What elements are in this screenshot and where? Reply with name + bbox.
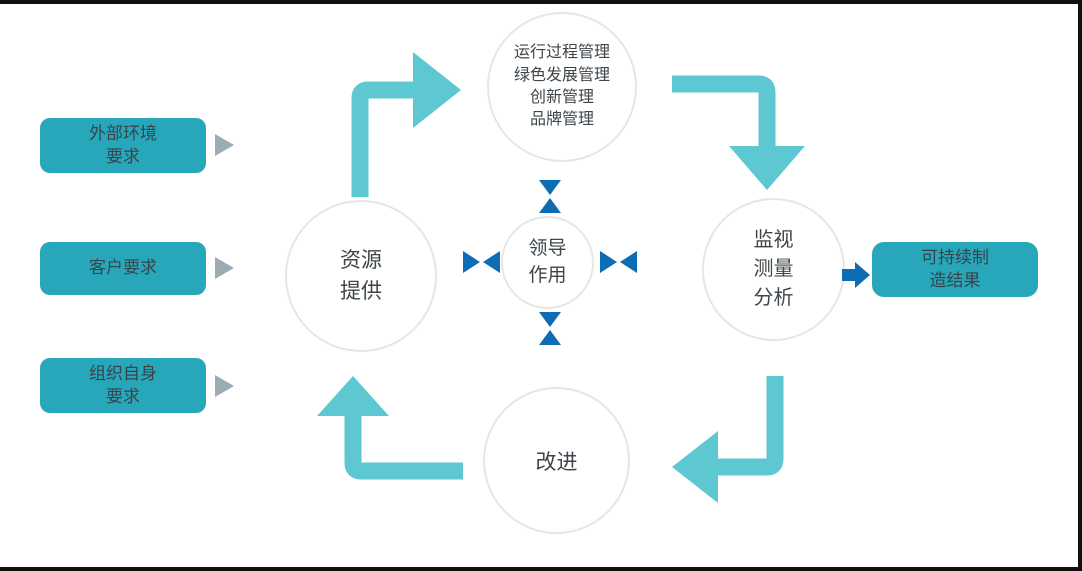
node-label-line: 分析 xyxy=(753,287,794,309)
node-label-line: 绿色发展管理 xyxy=(513,66,610,84)
bowtie-converging-triangles-icon xyxy=(539,312,561,345)
node-label-line: 作用 xyxy=(528,264,567,286)
node-label-line: 监视 xyxy=(753,229,794,251)
node-label-line: 领导 xyxy=(528,237,567,259)
output-box-result: 可持续制 造结果 xyxy=(872,242,1038,297)
bowtie-converging-triangles-icon xyxy=(539,180,561,213)
triangle-up-icon xyxy=(539,330,561,345)
node-leadership-circle: 领导 作用 xyxy=(501,216,594,309)
triangle-left-icon xyxy=(620,251,637,273)
triangle-left-icon xyxy=(483,251,500,273)
node-label-line: 创新管理 xyxy=(529,89,594,106)
node-monitor-circle: 监视 测量 分析 xyxy=(702,198,845,341)
node-label-line: 测量 xyxy=(753,258,794,280)
bowtie-converging-triangles-icon xyxy=(463,251,500,273)
arrow-monitor-to-improve-icon xyxy=(672,376,784,503)
triangle-right-icon xyxy=(600,251,617,273)
node-management-circle: 运行过程管理 绿色发展管理 创新管理 品牌管理 xyxy=(487,12,637,162)
input-box-label-line: 客户要求 xyxy=(89,258,157,278)
input-box-customer: 客户要求 xyxy=(40,242,206,295)
node-label-line: 提供 xyxy=(340,280,382,303)
arrow-management-to-monitor-icon xyxy=(672,75,805,190)
triangle-right-icon xyxy=(463,251,480,273)
node-label-line: 品牌管理 xyxy=(529,111,594,129)
input-box-label-line: 要求 xyxy=(106,146,140,166)
bowtie-converging-triangles-icon xyxy=(600,251,637,273)
arrow-improve-to-resource-icon xyxy=(317,376,463,480)
node-label-line: 改进 xyxy=(535,450,578,474)
node-label-line: 运行过程管理 xyxy=(513,44,610,62)
arrow-monitor-to-result-icon xyxy=(842,262,870,288)
node-label-line: 资源 xyxy=(340,248,382,272)
input-pointer-triangle-icon xyxy=(215,134,234,156)
node-resource-circle: 资源 提供 xyxy=(285,200,437,352)
input-box-organization: 组织自身 要求 xyxy=(40,358,206,413)
input-box-label-line: 组织自身 xyxy=(89,364,157,384)
node-improve-circle: 改进 xyxy=(483,387,630,534)
output-box-label-line: 造结果 xyxy=(929,270,981,290)
triangle-down-icon xyxy=(539,312,561,327)
input-box-label-line: 要求 xyxy=(106,386,140,406)
triangle-up-icon xyxy=(539,198,561,213)
input-box-label-line: 外部环境 xyxy=(89,124,157,144)
triangle-down-icon xyxy=(539,180,561,195)
arrow-resource-to-management-icon xyxy=(351,52,461,197)
input-pointer-triangle-icon xyxy=(215,257,234,279)
input-box-external-environment: 外部环境 要求 xyxy=(40,118,206,173)
input-pointer-triangle-icon xyxy=(215,375,234,397)
output-box-label-line: 可持续制 xyxy=(921,248,989,268)
